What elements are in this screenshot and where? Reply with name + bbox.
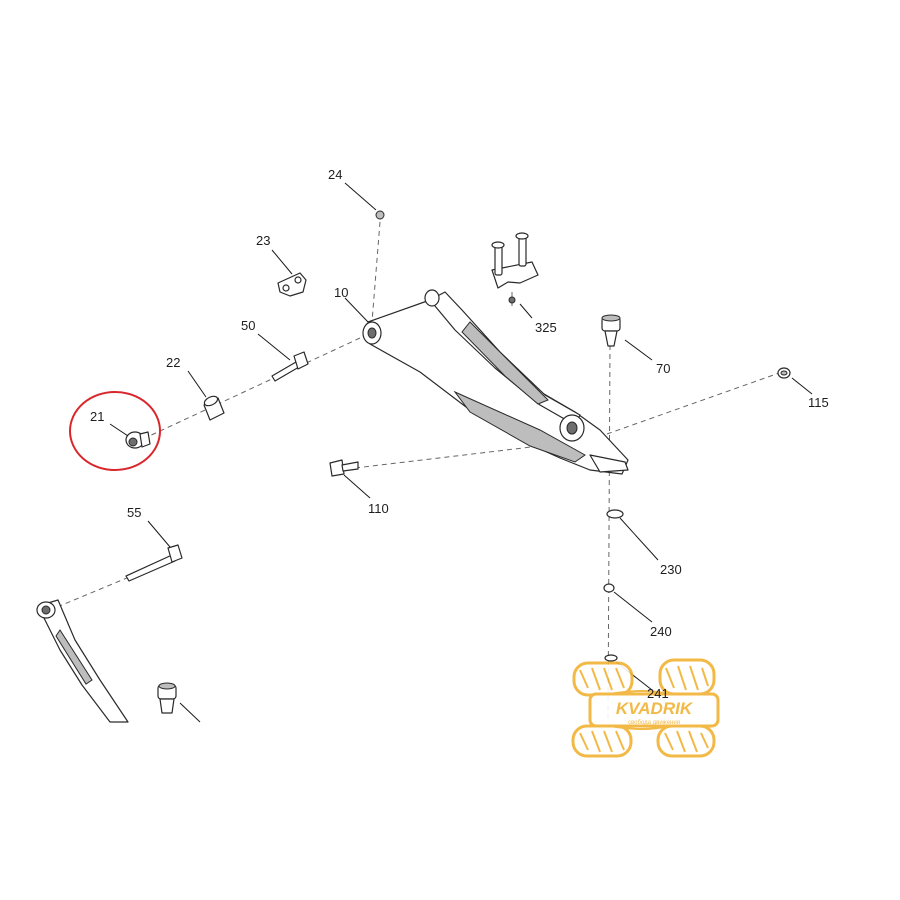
part-23-plate: [277, 272, 307, 297]
axis-110: [354, 439, 591, 469]
leader-lines: [109, 182, 813, 723]
part-50-bolt: [271, 351, 309, 382]
part-24-nut: [375, 210, 385, 220]
callout-50: 50: [241, 318, 255, 333]
part-230-ring: [606, 509, 624, 519]
callout-55: 55: [127, 505, 141, 520]
axis-pivot-front: [144, 337, 361, 439]
part-55-bolt: [125, 544, 183, 582]
callout-325: 325: [535, 320, 557, 335]
callout-22: 22: [166, 355, 180, 370]
lower-ball-joint-partial: [157, 682, 177, 714]
part-115-nut: [777, 367, 791, 379]
logo-tagline: свобода движения: [628, 720, 680, 726]
logo-brand: KVADRIK: [616, 699, 694, 718]
callout-230: 230: [660, 562, 682, 577]
callout-241: 241: [647, 686, 669, 701]
tire-bottom-left: [571, 724, 633, 758]
highlight-circle: [69, 391, 161, 471]
a-arm-lower-partial: [36, 599, 129, 723]
part-110-bolt: [329, 459, 359, 477]
part-241-washer: [604, 654, 618, 662]
axis-115: [589, 371, 783, 441]
callout-24: 24: [328, 167, 342, 182]
assembly-axes: [49, 221, 783, 721]
callout-23: 23: [256, 233, 270, 248]
bracket-assembly: [491, 232, 539, 304]
kvadrik-watermark: KVADRIK свобода движения: [571, 658, 720, 758]
axis-24: [371, 221, 381, 323]
callout-21: 21: [90, 409, 104, 424]
callout-240: 240: [650, 624, 672, 639]
part-70-ball-joint: [601, 314, 621, 347]
a-arm-upper: [362, 289, 629, 475]
callout-70: 70: [656, 361, 670, 376]
callout-labels: 24 23 10 50 22 21 325 70 115 110 230 240…: [90, 167, 829, 639]
callout-10: 10: [334, 285, 348, 300]
logo-plate: [588, 692, 720, 728]
tire-top-left: [572, 661, 634, 697]
part-240-seal: [603, 583, 615, 593]
part-21-bushing: [125, 431, 151, 449]
callout-110: 110: [368, 501, 389, 516]
part-22-sleeve: [203, 395, 225, 421]
callout-115: 115: [808, 395, 829, 410]
